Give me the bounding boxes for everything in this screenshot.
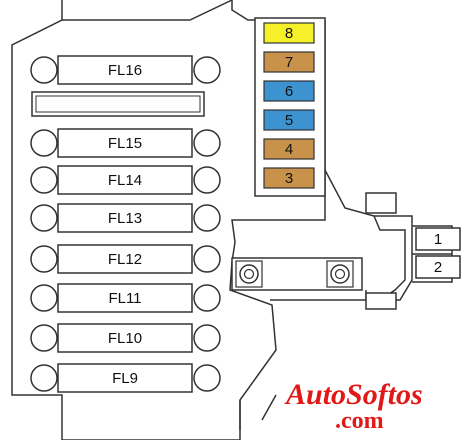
- mini-fuse-7: 7: [263, 51, 315, 73]
- fuse-label: FL15: [108, 135, 142, 152]
- fuse-label: FL14: [108, 172, 142, 189]
- mini-fuse-4: 4: [263, 138, 315, 160]
- fuse-terminal-right: [193, 324, 221, 352]
- mini-fuse-body: [263, 80, 315, 102]
- relay-2: 2: [415, 255, 461, 279]
- bolt-left-inner: [243, 268, 255, 280]
- fuse-terminal-left: [30, 56, 58, 84]
- fuse-box-housing: [11, 0, 406, 440]
- mini-fuse-6: 6: [263, 80, 315, 102]
- mini-fuse-body: [263, 167, 315, 189]
- fuse-body: [57, 244, 193, 274]
- fuse-label: FL13: [108, 210, 142, 227]
- fuse-body: [57, 165, 193, 195]
- mini-fuse-panel: [254, 17, 326, 197]
- relay-label: 2: [434, 259, 442, 276]
- mini-fuse-body: [263, 22, 315, 44]
- fuse-body: [57, 203, 193, 233]
- mini-fuse-label: 5: [285, 112, 293, 129]
- relay-label: 1: [434, 231, 442, 248]
- fuse-terminal-left: [30, 245, 58, 273]
- fuse-fl11: FL11: [30, 283, 221, 313]
- fuse-terminal-left: [30, 166, 58, 194]
- fuse-terminal-right: [193, 364, 221, 392]
- fuse-terminal-right: [193, 129, 221, 157]
- fuse-body: [57, 283, 193, 313]
- fuse-fl13: FL13: [30, 203, 221, 233]
- relay-1: 1: [415, 227, 461, 251]
- fuse-label: FL12: [108, 251, 142, 268]
- fuse-fl12: FL12: [30, 244, 221, 274]
- fuse-terminal-right: [193, 166, 221, 194]
- fuse-fl9: FL9: [30, 363, 221, 393]
- fuse-label: FL11: [108, 290, 141, 307]
- mini-fuse-label: 8: [285, 25, 293, 42]
- fuse-terminal-left: [30, 364, 58, 392]
- fuse-terminal-left: [30, 284, 58, 312]
- fuse-label: FL10: [108, 330, 142, 347]
- mini-fuse-body: [263, 138, 315, 160]
- fuse-terminal-left: [30, 129, 58, 157]
- fuse-body: [57, 363, 193, 393]
- mini-fuse-body: [263, 109, 315, 131]
- fuse-body: [57, 55, 193, 85]
- fuse-terminal-right: [193, 245, 221, 273]
- fuse-terminal-right: [193, 204, 221, 232]
- upper-tab: [365, 192, 397, 214]
- mini-fuse-3: 3: [263, 167, 315, 189]
- relay-body: [415, 227, 461, 251]
- mini-fuse-label: 3: [285, 170, 293, 187]
- fuse-terminal-right: [193, 56, 221, 84]
- fuse-label: FL16: [108, 62, 142, 79]
- fuse-body: [57, 128, 193, 158]
- mini-fuse-label: 7: [285, 54, 293, 71]
- fuse-terminal-right: [193, 284, 221, 312]
- mini-fuse-label: 6: [285, 83, 293, 100]
- fuse-fl16: FL16: [30, 55, 221, 85]
- watermark-line1: AutoSoftos: [284, 378, 423, 411]
- mini-fuse-5: 5: [263, 109, 315, 131]
- fuse-box-lower-edge: [239, 394, 277, 430]
- fuse-body: [57, 323, 193, 353]
- fuse-fl15: FL15: [30, 128, 221, 158]
- bolt-right-inner: [334, 268, 346, 280]
- watermark-line2: .com: [335, 408, 384, 434]
- relay-body: [415, 255, 461, 279]
- fuse-fl10: FL10: [30, 323, 221, 353]
- fuse-terminal-left: [30, 324, 58, 352]
- fuse-label: FL9: [112, 370, 138, 387]
- fuse-box-top-edge: [62, 0, 233, 21]
- empty-slot-inner: [35, 95, 201, 113]
- mini-fuse-label: 4: [285, 141, 293, 158]
- mini-fuse-8: 8: [263, 22, 315, 44]
- fuse-fl14: FL14: [30, 165, 221, 195]
- lower-tab: [365, 292, 397, 310]
- mini-fuse-body: [263, 51, 315, 73]
- fuse-terminal-left: [30, 204, 58, 232]
